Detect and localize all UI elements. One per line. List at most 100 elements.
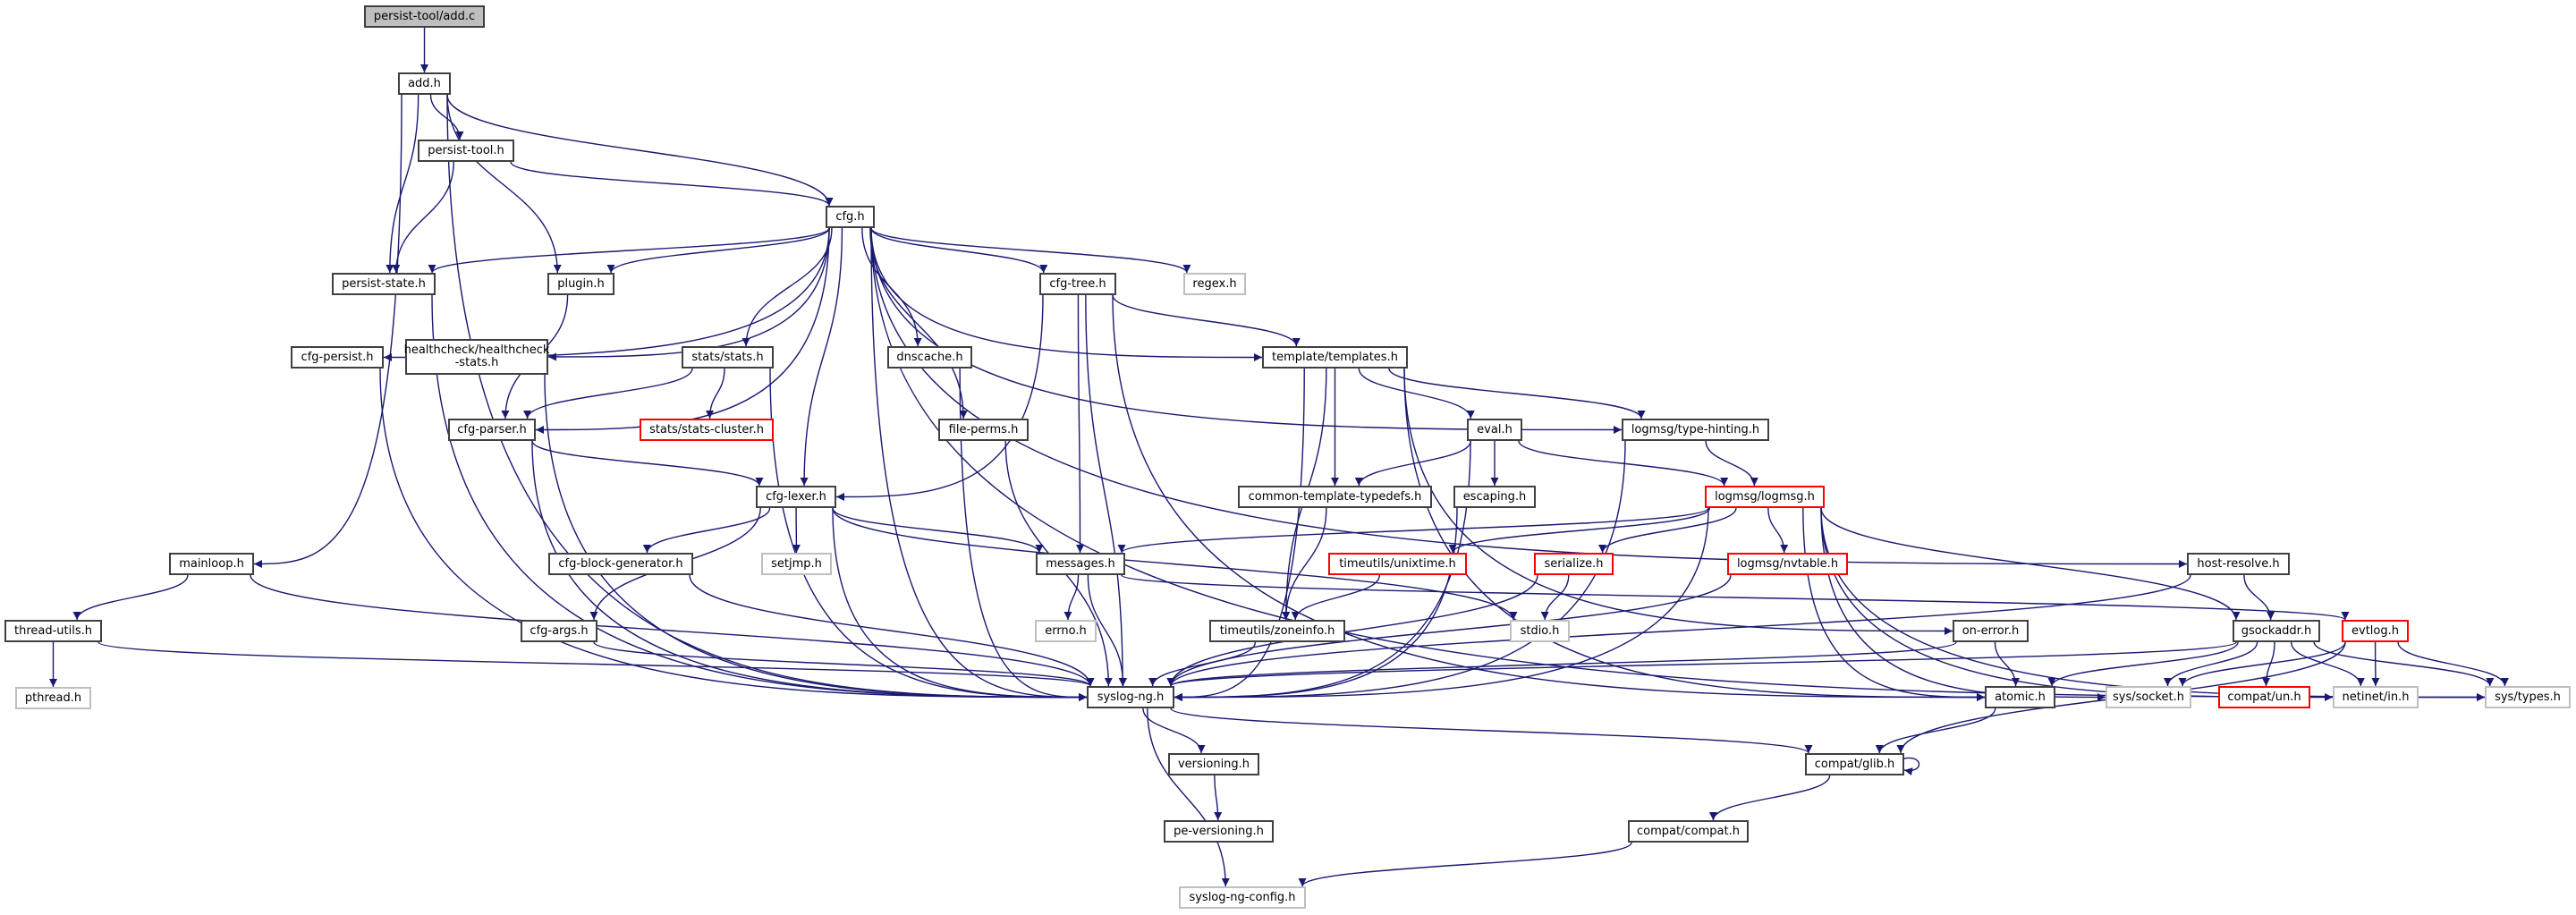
edge-cfg-lexer-h-to-stdio-h xyxy=(832,507,1518,621)
node-compat-glib-h[interactable]: compat/glib.h xyxy=(1805,753,1904,775)
node-setjmp-h[interactable]: setjmp.h xyxy=(761,553,832,575)
edge-cfg-tree-h-to-templates-h xyxy=(1112,294,1301,347)
node-sys-socket-h[interactable]: sys/socket.h xyxy=(2106,686,2191,708)
node-timeutils-unixtime-h[interactable]: timeutils/unixtime.h xyxy=(1328,553,1467,575)
node-syslog-ng-h[interactable]: syslog-ng.h xyxy=(1087,686,1174,708)
edge-logmsg-h-to-serialize-h xyxy=(1598,507,1737,554)
edge-gsockaddr-h-to-atomic-h xyxy=(2047,641,2239,687)
edge-cfg-h-to-regex-h xyxy=(870,227,1191,274)
node-cfg-args-h[interactable]: cfg-args.h xyxy=(521,620,597,642)
edge-mainloop-h-to-thread-utils-h xyxy=(72,574,189,621)
edge-cfg-parser-h-to-cfg-lexer-h xyxy=(531,440,764,487)
edge-add-h-to-cfg-h xyxy=(446,94,834,207)
node-versioning-h[interactable]: versioning.h xyxy=(1168,753,1259,775)
edge-add-h-to-plugin-h xyxy=(446,94,562,274)
edge-cfg-lexer-h-to-cfg-block-gen-h xyxy=(642,507,771,554)
node-stats-stats-h[interactable]: stats/stats.h xyxy=(682,346,774,369)
edge-templates-h-to-eval-h xyxy=(1358,368,1475,419)
edge-host-resolve-h-to-gsockaddr-h xyxy=(2243,574,2275,621)
node-stats-stats-cluster-h[interactable]: stats/stats-cluster.h xyxy=(640,419,774,441)
node-common-template-typedefs-h[interactable]: common-template-typedefs.h xyxy=(1238,486,1432,508)
node-persist-tool-h[interactable]: persist-tool.h xyxy=(418,140,514,162)
node-cfg-persist-h[interactable]: cfg-persist.h xyxy=(291,346,384,369)
node-compat-compat-h[interactable]: compat/compat.h xyxy=(1628,820,1749,843)
edge-syslog-ng-h-to-versioning-h xyxy=(1142,707,1206,754)
edge-cfg-parser-h-to-syslog-ng-h xyxy=(531,440,1088,701)
node-file-perms-h[interactable]: file-perms.h xyxy=(938,419,1029,441)
edge-add-h-to-mainloop-h xyxy=(253,94,402,568)
edge-gsockaddr-h-to-sys-types-h xyxy=(2313,641,2495,687)
node-thread-utils-h[interactable]: thread-utils.h xyxy=(4,620,102,642)
edge-persist-tool-h-to-persist-state-h xyxy=(392,161,454,274)
edge-unixtime-h-to-zoneinfo-h xyxy=(1291,574,1381,621)
node-dnscache-h[interactable]: dnscache.h xyxy=(887,346,972,369)
node-add-h[interactable]: add.h xyxy=(398,72,451,95)
edge-messages-h-to-errno-h xyxy=(1063,574,1080,621)
node-persist-state-h[interactable]: persist-state.h xyxy=(332,273,436,295)
node-netinet-in-h[interactable]: netinet/in.h xyxy=(2333,686,2419,708)
node-atomic-h[interactable]: atomic.h xyxy=(1985,686,2055,708)
edge-eval-h-to-common-tt-h xyxy=(1354,440,1471,487)
edge-stats-h-to-stats-cluster-h xyxy=(706,368,725,419)
node-plugin-h[interactable]: plugin.h xyxy=(547,273,614,295)
node-cfg-tree-h[interactable]: cfg-tree.h xyxy=(1039,273,1116,295)
edge-templates-h-to-type-hinting-h xyxy=(1388,368,1646,419)
node-pthread-h[interactable]: pthread.h xyxy=(15,687,91,709)
edge-add-h-to-persist-state-h xyxy=(386,94,419,274)
edge-logmsg-h-to-sys-types-h xyxy=(1820,507,2486,701)
node-mainloop-h[interactable]: mainloop.h xyxy=(169,553,254,575)
edge-syslog-ng-h-to-compat-glib-h xyxy=(1170,707,1813,754)
node-cfg-block-generator-h[interactable]: cfg-block-generator.h xyxy=(548,553,693,575)
edge-persist-tool-h-to-cfg-h xyxy=(510,161,834,207)
edge-logmsg-h-to-messages-h xyxy=(1117,507,1709,554)
edge-serialize-h-to-stdio-h xyxy=(1540,574,1570,621)
edge-compat-glib-h-to-compat-glib-h xyxy=(1903,757,1919,776)
edge-cfg-h-to-healthcheck-h xyxy=(547,227,830,361)
node-cfg-parser-h[interactable]: cfg-parser.h xyxy=(448,419,536,441)
node-compat-un-h[interactable]: compat/un.h xyxy=(2218,686,2310,708)
node-on-error-h[interactable]: on-error.h xyxy=(1953,620,2029,642)
node-cfg-lexer-h[interactable]: cfg-lexer.h xyxy=(756,486,836,508)
edge-host-resolve-h-to-syslog-ng-h xyxy=(1166,574,2191,687)
edge-thread-utils-h-to-syslog-ng-h xyxy=(97,641,1095,687)
node-logmsg-nvtable-h[interactable]: logmsg/nvtable.h xyxy=(1727,553,1848,575)
edge-templates-h-to-on-error-h xyxy=(1403,368,1953,635)
node-escaping-h[interactable]: escaping.h xyxy=(1453,486,1536,508)
edge-cfg-h-to-stats-h xyxy=(741,227,833,347)
edge-cfg-tree-h-to-syslog-ng-h xyxy=(1085,294,1127,687)
edge-serialize-h-to-syslog-ng-h xyxy=(1166,574,1538,687)
node-serialize-h[interactable]: serialize.h xyxy=(1534,553,1614,575)
node-logmsg-type-hinting-h[interactable]: logmsg/type-hinting.h xyxy=(1622,419,1769,441)
edge-cfg-h-to-syslog-ng-h xyxy=(870,227,1088,701)
node-cfg-h[interactable]: cfg.h xyxy=(826,206,875,228)
edge-compat-compat-h-to-syslog-ng-config-h xyxy=(1298,842,1632,887)
edge-type-hinting-h-to-logmsg-h xyxy=(1705,440,1758,487)
edge-logmsg-h-to-syslog-ng-h xyxy=(1174,507,1709,701)
node-template-templates-h[interactable]: template/templates.h xyxy=(1262,346,1408,369)
node-stdio-h[interactable]: stdio.h xyxy=(1510,620,1570,642)
edge-add-h-to-syslog-ng-h xyxy=(446,94,1088,701)
edge-cfg-lexer-h-to-messages-h xyxy=(832,507,1044,554)
edge-compat-glib-h-to-compat-compat-h xyxy=(1708,775,1831,821)
node-errno-h[interactable]: errno.h xyxy=(1035,620,1097,642)
edge-mainloop-h-to-syslog-ng-h xyxy=(250,574,1095,687)
node-eval-h[interactable]: eval.h xyxy=(1467,419,1522,441)
node-regex-h[interactable]: regex.h xyxy=(1183,273,1246,295)
node-syslog-ng-config-h[interactable]: syslog-ng-config.h xyxy=(1179,886,1306,909)
node-sys-types-h[interactable]: sys/types.h xyxy=(2485,686,2571,708)
edge-cfg-persist-h-to-syslog-ng-h xyxy=(379,368,1088,701)
node-logmsg-logmsg-h[interactable]: logmsg/logmsg.h xyxy=(1705,486,1825,508)
node-healthcheck-healthcheck-stats-h[interactable]: healthcheck/healthcheck -stats.h xyxy=(404,339,549,375)
node-timeutils-zoneinfo-h[interactable]: timeutils/zoneinfo.h xyxy=(1209,620,1345,642)
edge-cfg-lexer-h-to-syslog-ng-h xyxy=(832,507,1088,701)
edge-stats-h-to-cfg-parser-h xyxy=(523,368,693,419)
node-messages-h[interactable]: messages.h xyxy=(1036,553,1125,575)
node-gsockaddr-h[interactable]: gsockaddr.h xyxy=(2233,620,2320,642)
edge-evtlog-h-to-sys-socket-h xyxy=(2178,641,2346,687)
node-evtlog-h[interactable]: evtlog.h xyxy=(2342,620,2409,642)
node-pe-versioning-h[interactable]: pe-versioning.h xyxy=(1164,820,1274,843)
edge-nvtable-h-to-syslog-ng-h xyxy=(1166,574,1732,687)
node-host-resolve-h[interactable]: host-resolve.h xyxy=(2187,553,2290,575)
edge-logmsg-h-to-nvtable-h xyxy=(1767,507,1789,554)
edge-cfg-h-to-type-hinting-h xyxy=(870,227,1623,434)
